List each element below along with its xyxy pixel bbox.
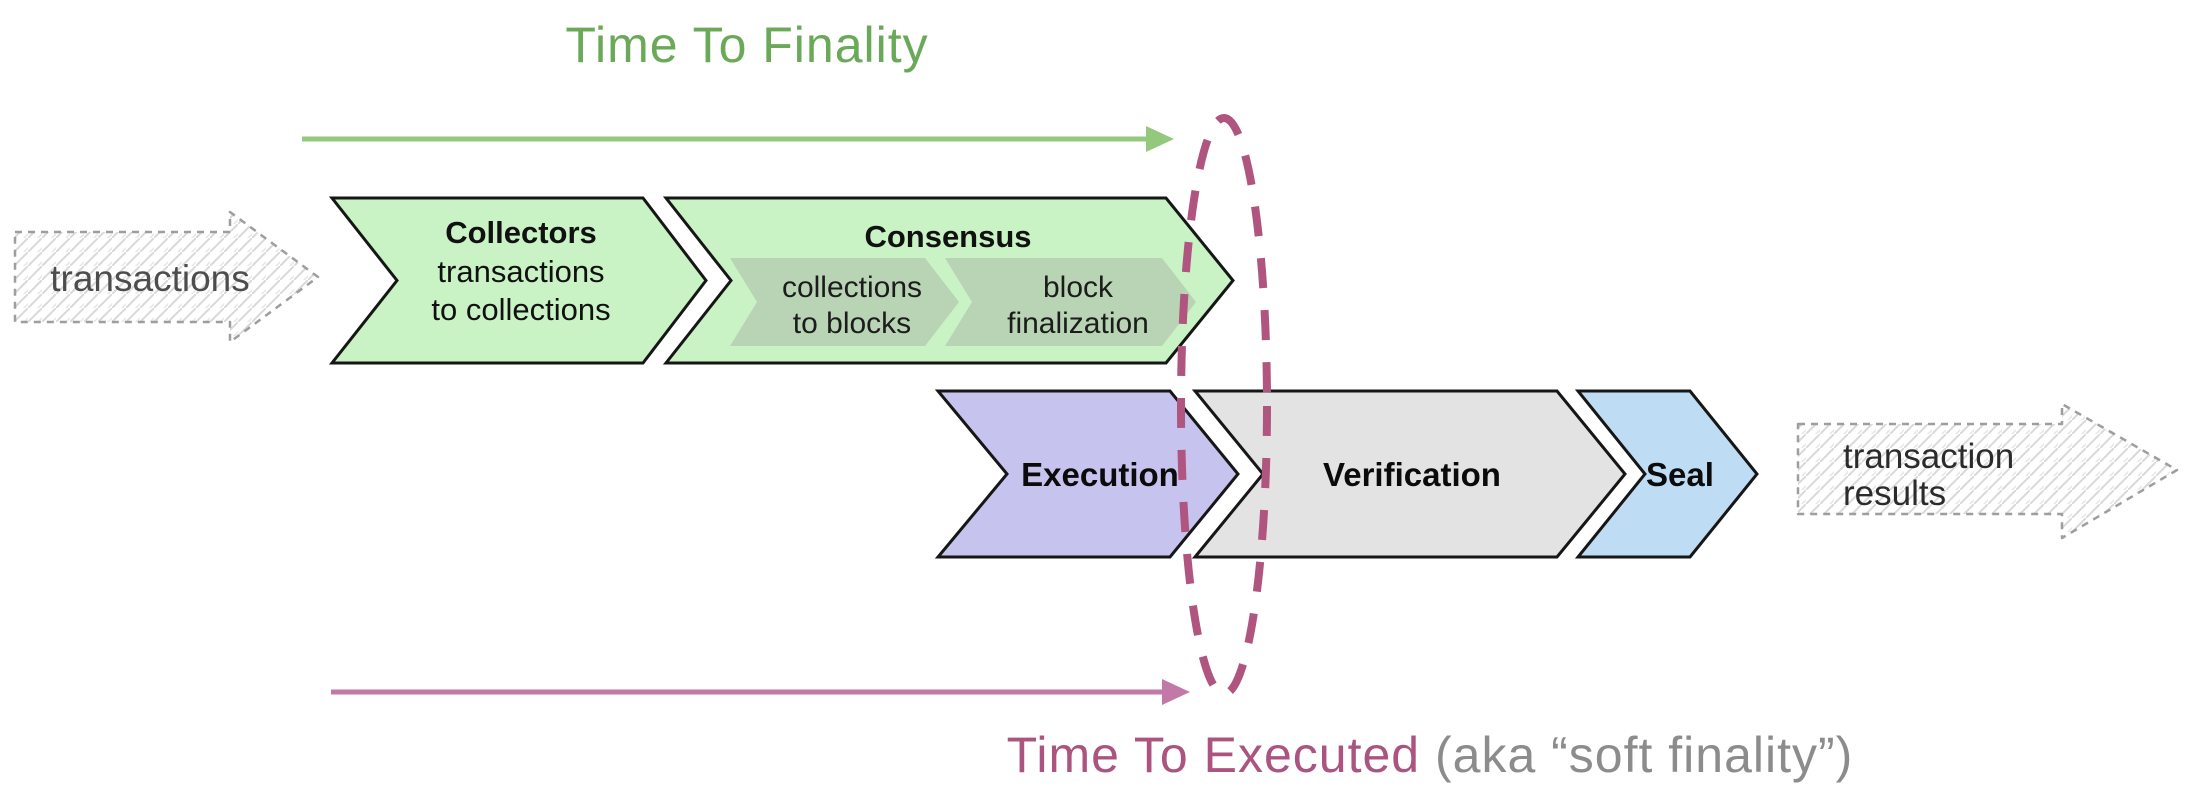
substep1-line2: to blocks — [793, 307, 911, 340]
stage-consensus: Consensus collections to blocks block fi… — [662, 196, 1235, 365]
execution-title: Execution — [1021, 456, 1179, 493]
execution-chevron-icon — [934, 389, 1240, 559]
substep2-line2: finalization — [1007, 307, 1149, 340]
collectors-line1: transactions — [437, 254, 604, 289]
time-to-finality-label: Time To Finality — [565, 17, 928, 73]
time-to-executed-arrowhead-icon — [1162, 679, 1190, 705]
time-to-executed-label: Time To Executed — [1007, 727, 1420, 783]
transaction-results-line2: results — [1843, 474, 1946, 513]
transactions-input-arrow: transactions — [13, 210, 320, 344]
time-to-executed-arrow — [331, 679, 1190, 705]
substep2-line1: block — [1043, 271, 1114, 304]
soft-finality-label: (aka “soft finality”) — [1435, 727, 1853, 783]
consensus-substep-block-finalization: block finalization — [945, 258, 1196, 346]
substep-chevron-icon — [945, 258, 1196, 346]
substep1-line1: collections — [782, 271, 922, 304]
stage-collectors: Collectors transactions to collections — [328, 196, 708, 365]
transactions-input-label: transactions — [50, 258, 250, 299]
collectors-line2: to collections — [431, 292, 610, 327]
verification-title: Verification — [1323, 456, 1501, 493]
stage-execution: Execution — [934, 389, 1240, 559]
seal-title: Seal — [1646, 456, 1714, 493]
hatched-arrow-icon — [13, 210, 320, 344]
stage-seal: Seal — [1574, 389, 1759, 559]
substep-chevron-icon — [730, 258, 959, 346]
collectors-title: Collectors — [445, 215, 597, 250]
stage-verification: Verification — [1191, 389, 1627, 559]
hatched-arrow-icon — [1796, 402, 2179, 540]
finality-boundary-ellipse — [1177, 114, 1271, 698]
transaction-results-output-arrow: transaction results — [1796, 402, 2179, 540]
time-to-finality-arrowhead-icon — [1146, 126, 1174, 152]
consensus-title: Consensus — [864, 219, 1031, 254]
transaction-results-line1: transaction — [1843, 437, 2014, 476]
seal-chevron-icon — [1574, 389, 1759, 559]
time-to-executed-caption: Time To Executed (aka “soft finality”) — [1007, 727, 1854, 783]
consensus-substep-collections-to-blocks: collections to blocks — [730, 258, 959, 346]
collectors-chevron-icon — [328, 196, 708, 365]
time-to-finality-arrow — [302, 126, 1174, 152]
